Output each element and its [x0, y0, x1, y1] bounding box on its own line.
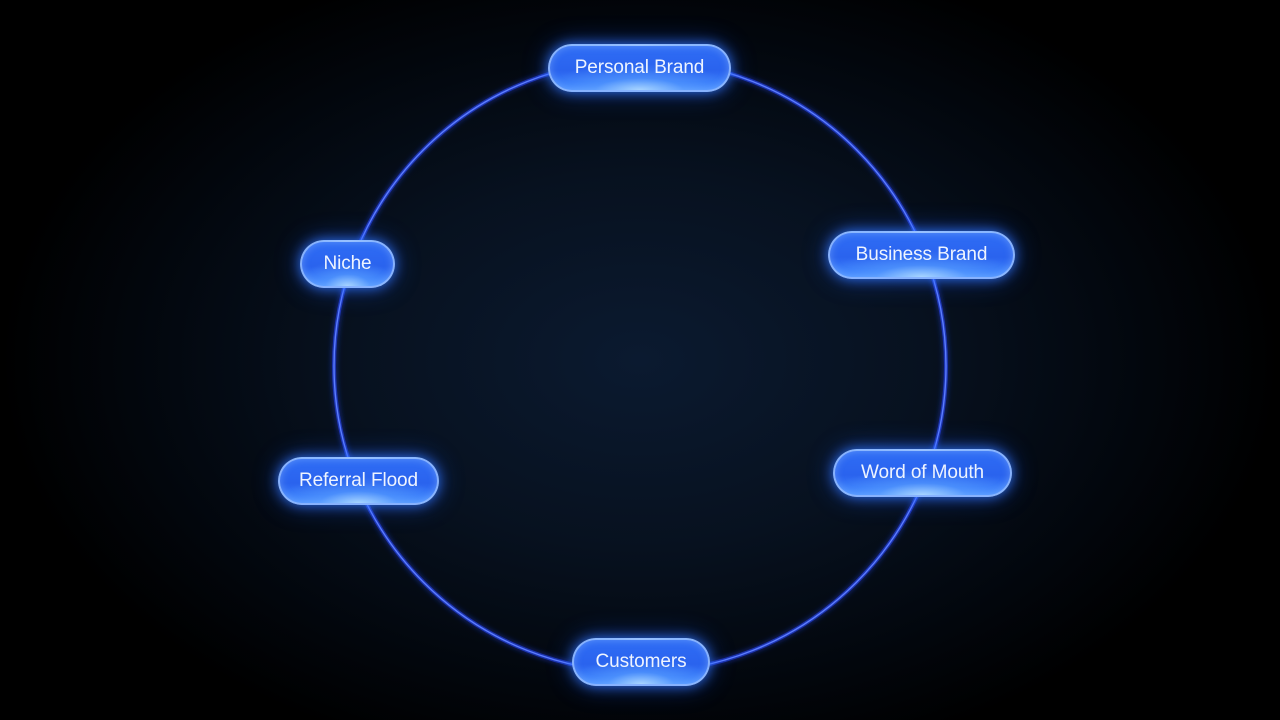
- node-referral-flood[interactable]: Referral Flood: [278, 457, 439, 505]
- node-customers[interactable]: Customers: [572, 638, 710, 686]
- node-personal-brand[interactable]: Personal Brand: [548, 44, 731, 92]
- node-word-of-mouth[interactable]: Word of Mouth: [833, 449, 1012, 497]
- node-niche[interactable]: Niche: [300, 240, 395, 288]
- node-business-brand[interactable]: Business Brand: [828, 231, 1015, 279]
